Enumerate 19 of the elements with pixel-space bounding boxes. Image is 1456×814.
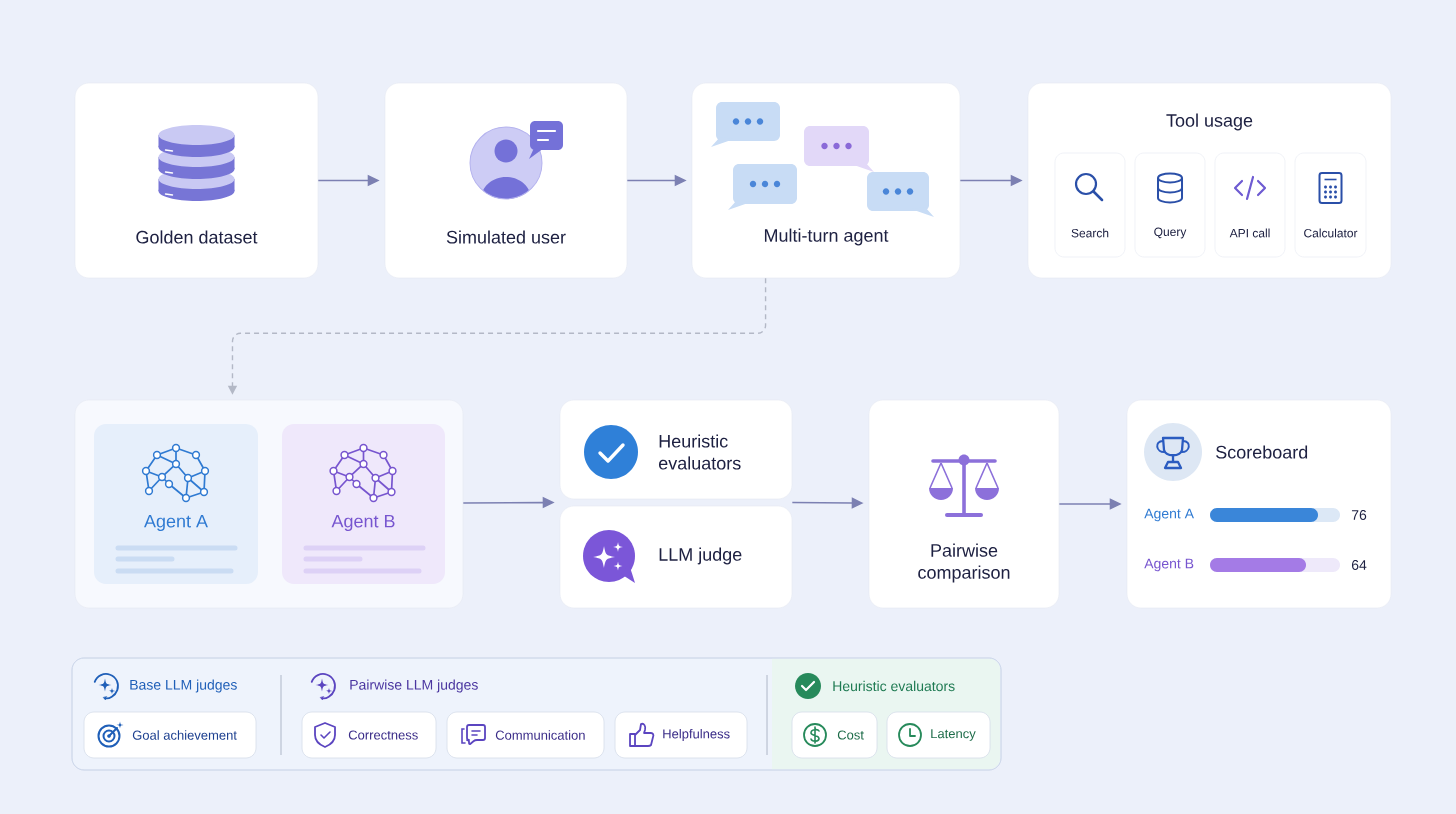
tool-card: Calculator (1294, 152, 1367, 258)
group-heading: Base LLM judges (130, 679, 237, 693)
tool-card: API call (1214, 152, 1286, 258)
metric-chip: Cost (791, 711, 878, 759)
metric-chip: Goal achievement (83, 711, 257, 759)
score-value: 76 (1351, 510, 1367, 520)
process-box: LLM judge (559, 505, 793, 609)
metric-chip: Helpfulness (614, 711, 748, 759)
metric-chip: Latency (886, 711, 991, 759)
group-heading: Heuristic evaluators (833, 680, 955, 692)
metric-chip: Correctness (301, 711, 437, 759)
score-value: 64 (1351, 560, 1367, 570)
metric-chip: Communication (446, 711, 605, 759)
tool-card: Search (1054, 152, 1126, 258)
tool-card: Query (1134, 152, 1206, 258)
bar-label: Agent B (1144, 558, 1194, 572)
group-heading: Pairwise LLM judges (350, 679, 478, 693)
process-box: Pairwise comparison (868, 399, 1060, 609)
bar-label: Agent A (1144, 508, 1194, 522)
